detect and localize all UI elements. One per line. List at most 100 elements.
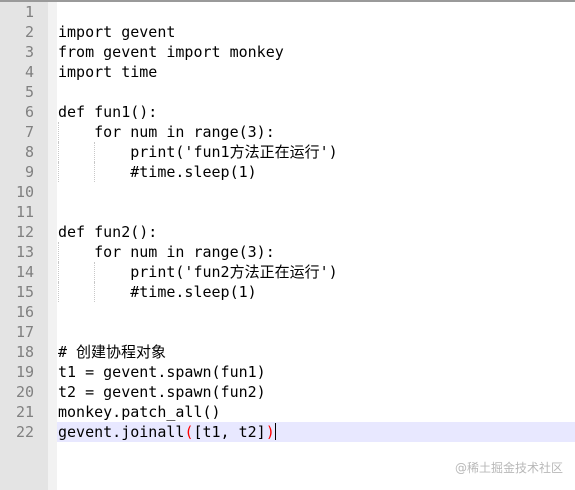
code-text: print('fun1方法正在运行') <box>58 143 338 161</box>
line-number: 13 <box>15 243 34 261</box>
line-number: 9 <box>24 163 34 181</box>
code-area[interactable]: def fun1(): <box>57 102 575 122</box>
code-text: t2 = gevent.spawn(fun2) <box>58 383 266 401</box>
code-line[interactable]: 7 for num in range(3): <box>0 122 575 142</box>
code-line[interactable]: 4 import time <box>0 62 575 82</box>
matched-brace-open: ( <box>184 423 194 441</box>
code-text: monkey.patch_all() <box>58 403 221 421</box>
code-line[interactable]: 2 import gevent <box>0 22 575 42</box>
code-text: for num in range(3): <box>58 243 275 261</box>
code-line[interactable]: 18 # 创建协程对象 <box>0 342 575 362</box>
code-text: import time <box>58 63 158 81</box>
code-text: #time.sleep(1) <box>58 283 257 301</box>
line-number: 16 <box>15 303 34 321</box>
code-line[interactable]: 15 #time.sleep(1) <box>0 282 575 302</box>
code-area[interactable]: print('fun1方法正在运行') <box>57 142 575 162</box>
line-number: 10 <box>15 183 34 201</box>
code-text: t1 = gevent.spawn(fun1) <box>58 363 266 381</box>
code-text: from gevent import monkey <box>58 43 284 61</box>
code-line[interactable]: 3 from gevent import monkey <box>0 42 575 62</box>
code-area[interactable]: monkey.patch_all() <box>57 402 575 422</box>
line-number: 20 <box>15 383 34 401</box>
code-line[interactable]: 11 <box>0 202 575 222</box>
indent-guide <box>94 282 96 302</box>
code-area[interactable] <box>57 322 575 342</box>
indent-guide <box>94 262 96 282</box>
line-number: 3 <box>24 43 34 61</box>
code-line[interactable]: 13 for num in range(3): <box>0 242 575 262</box>
line-number: 2 <box>24 23 34 41</box>
code-area[interactable]: t1 = gevent.spawn(fun1) <box>57 362 575 382</box>
code-area[interactable]: gevent.joinall([t1, t2]) <box>57 422 575 442</box>
code-area[interactable] <box>57 202 575 222</box>
code-area[interactable] <box>57 302 575 322</box>
code-text: def fun2(): <box>58 223 158 241</box>
code-segment: gevent.joinall <box>58 423 185 441</box>
code-text: import gevent <box>58 23 176 41</box>
line-number: 14 <box>15 263 34 281</box>
matched-brace-close: ) <box>265 423 275 441</box>
line-number: 22 <box>15 423 34 441</box>
indent-guide <box>58 262 59 282</box>
code-area[interactable]: import time <box>57 62 575 82</box>
line-number: 11 <box>15 203 34 221</box>
code-line[interactable]: 17 <box>0 322 575 342</box>
line-number: 4 <box>24 63 34 81</box>
indent-guide <box>58 242 59 262</box>
code-area[interactable]: for num in range(3): <box>57 242 575 262</box>
code-text: for num in range(3): <box>58 123 275 141</box>
line-number: 8 <box>24 143 34 161</box>
code-line[interactable]: 1 <box>0 2 575 22</box>
code-area[interactable] <box>57 182 575 202</box>
code-text: def fun1(): <box>58 103 158 121</box>
code-area[interactable]: def fun2(): <box>57 222 575 242</box>
code-line[interactable]: 19 t1 = gevent.spawn(fun1) <box>0 362 575 382</box>
line-number: 18 <box>15 343 34 361</box>
code-line[interactable]: 6 def fun1(): <box>0 102 575 122</box>
line-number: 15 <box>15 283 34 301</box>
code-line[interactable]: 5 <box>0 82 575 102</box>
line-number: 17 <box>15 323 34 341</box>
code-lines[interactable]: 1 2 import gevent 3 from gevent import monke… <box>0 2 575 442</box>
code-line[interactable]: 21 monkey.patch_all() <box>0 402 575 422</box>
code-area[interactable]: for num in range(3): <box>57 122 575 142</box>
code-line[interactable]: 9 #time.sleep(1) <box>0 162 575 182</box>
code-line[interactable]: 10 <box>0 182 575 202</box>
code-area[interactable]: t2 = gevent.spawn(fun2) <box>57 382 575 402</box>
indent-guide <box>94 162 96 182</box>
code-text: # 创建协程对象 <box>58 343 167 361</box>
code-line[interactable]: 14 print('fun2方法正在运行') <box>0 262 575 282</box>
code-area[interactable]: #time.sleep(1) <box>57 282 575 302</box>
indent-guide <box>58 122 59 142</box>
code-line[interactable]: 8 print('fun1方法正在运行') <box>0 142 575 162</box>
code-area[interactable]: import gevent <box>57 22 575 42</box>
indent-guide <box>58 142 59 162</box>
line-number: 21 <box>15 403 34 421</box>
code-area[interactable] <box>57 2 575 22</box>
code-line[interactable]: 22 gevent.joinall([t1, t2]) <box>0 422 575 442</box>
code-segment: [t1, t2] <box>193 423 266 441</box>
line-number: 6 <box>24 103 34 121</box>
line-number: 19 <box>15 363 34 381</box>
code-line[interactable]: 20 t2 = gevent.spawn(fun2) <box>0 382 575 402</box>
code-area[interactable]: print('fun2方法正在运行') <box>57 262 575 282</box>
editor-top-border <box>0 0 575 2</box>
code-area[interactable]: from gevent import monkey <box>57 42 575 62</box>
code-text: #time.sleep(1) <box>58 163 257 181</box>
watermark: @稀土掘金技术社区 <box>454 461 563 475</box>
code-area[interactable]: #time.sleep(1) <box>57 162 575 182</box>
code-text: print('fun2方法正在运行') <box>58 263 338 281</box>
indent-guide <box>58 282 59 302</box>
indent-guide <box>58 162 59 182</box>
code-area[interactable]: # 创建协程对象 <box>57 342 575 362</box>
code-line[interactable]: 16 <box>0 302 575 322</box>
line-number: 5 <box>24 83 34 101</box>
indent-guide <box>94 142 96 162</box>
code-text: gevent.joinall([t1, t2]) <box>58 422 276 442</box>
line-number: 1 <box>24 3 34 21</box>
fold-margin <box>48 2 57 490</box>
code-area[interactable] <box>57 82 575 102</box>
text-caret <box>274 423 276 440</box>
